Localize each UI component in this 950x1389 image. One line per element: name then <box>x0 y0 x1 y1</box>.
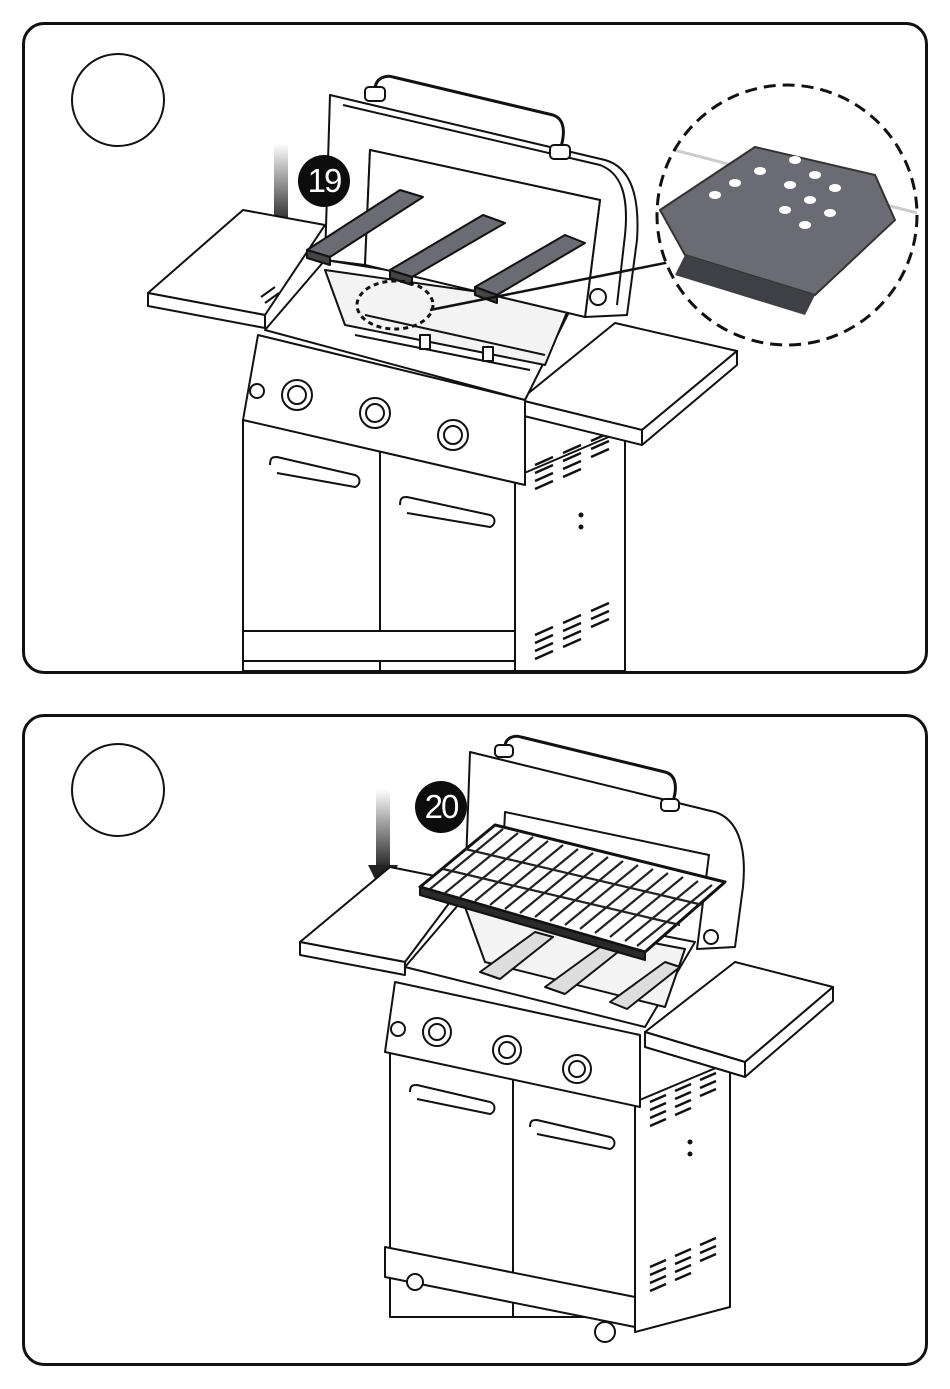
cart-cabinet <box>385 1047 730 1342</box>
zoom-detail-circle <box>655 85 925 345</box>
step-panel-1: 19 <box>22 22 928 674</box>
part-callout-19: 19 <box>298 155 350 207</box>
step-panel-2: 20 <box>22 714 928 1366</box>
part-callout-20: 20 <box>415 781 467 833</box>
grill-illustration <box>25 717 925 1363</box>
grill-illustration <box>25 25 925 671</box>
